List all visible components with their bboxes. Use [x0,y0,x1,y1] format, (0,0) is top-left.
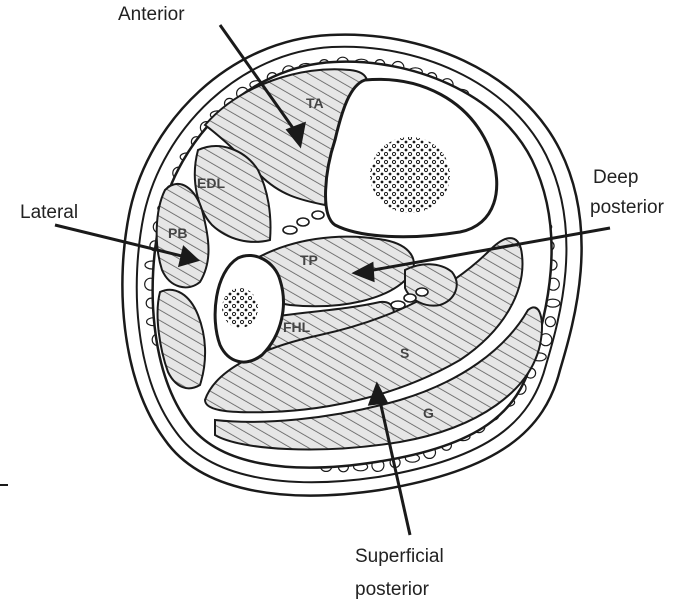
label-tp: TP [300,252,318,268]
label-edl: EDL [197,175,225,191]
label-deep-posterior-1: Deep [593,167,638,188]
label-g: G [423,405,434,421]
fat-cell [545,317,555,327]
label-deep-posterior-2: posterior [590,197,665,218]
label-pb: PB [168,225,187,241]
label-superficial-posterior-1: Superficial [355,546,444,567]
label-fhl: FHL [283,319,311,335]
label-lateral: Lateral [20,202,78,223]
label-anterior: Anterior [118,4,185,25]
fibula-marrow [222,288,258,328]
tibia-marrow [370,137,450,213]
label-ta: TA [306,95,324,111]
label-s: S [400,345,409,361]
label-superficial-posterior-2: posterior [355,579,430,600]
